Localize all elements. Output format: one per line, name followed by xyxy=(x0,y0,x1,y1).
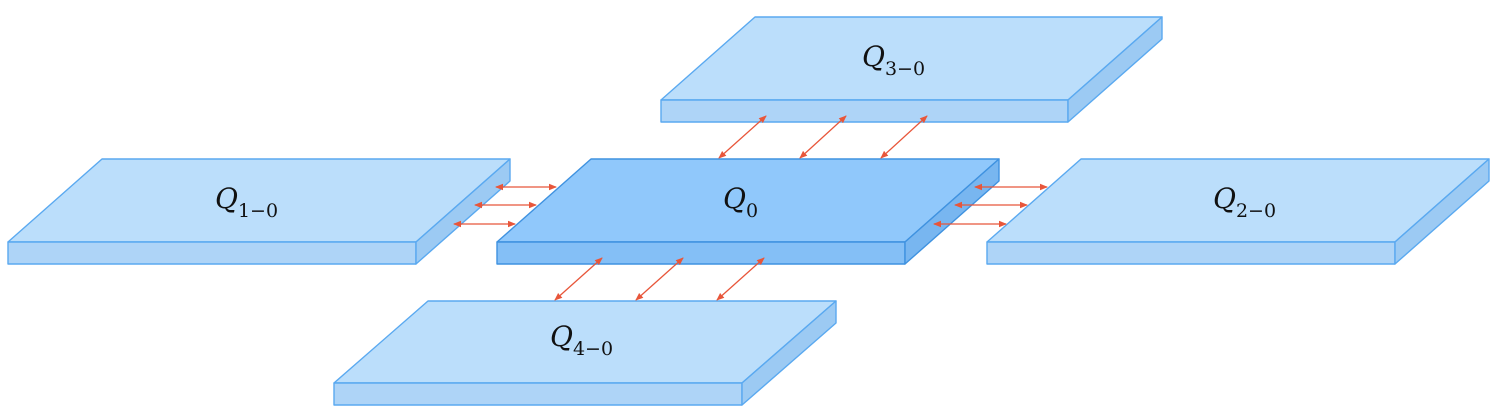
arrow-q0-q4-1 xyxy=(554,257,603,301)
slab-q4: Q4−0 xyxy=(333,300,837,406)
arrow-q0-q3-2 xyxy=(799,115,847,159)
arrows-q1-q0 xyxy=(453,183,557,228)
slab-q3-label: Q3−0 xyxy=(862,40,925,80)
slab-q0: Q0 xyxy=(496,158,1000,265)
slab-q0-front xyxy=(496,241,906,265)
arrow-q0-q4-2 xyxy=(635,257,684,301)
slab-q4-side xyxy=(741,300,837,406)
slab-q4-label: Q4−0 xyxy=(550,320,613,360)
arrows-q0-q4 xyxy=(554,257,765,301)
slab-q1-label: Q1−0 xyxy=(215,182,278,222)
slab-q3-front xyxy=(660,99,1069,123)
slab-q2: Q2−0 xyxy=(986,158,1490,265)
arrow-q0-q3-1 xyxy=(718,115,767,159)
slab-q1-front xyxy=(7,241,417,265)
slab-q4-front xyxy=(333,382,743,406)
slab-q3-side xyxy=(1067,16,1163,123)
slab-q0-label: Q0 xyxy=(723,182,758,222)
slab-q2-front xyxy=(986,241,1396,265)
slab-q2-side xyxy=(1394,158,1490,265)
arrows-q0-q2 xyxy=(933,183,1048,228)
slab-q1-side xyxy=(415,158,511,265)
arrow-q0-q4-3 xyxy=(716,257,765,301)
slab-q3: Q3−0 xyxy=(660,16,1163,123)
arrows-q0-q3 xyxy=(718,115,928,159)
arrow-q0-q3-3 xyxy=(880,115,928,159)
slab-q2-label: Q2−0 xyxy=(1213,182,1276,222)
slab-q1: Q1−0 xyxy=(7,158,511,265)
